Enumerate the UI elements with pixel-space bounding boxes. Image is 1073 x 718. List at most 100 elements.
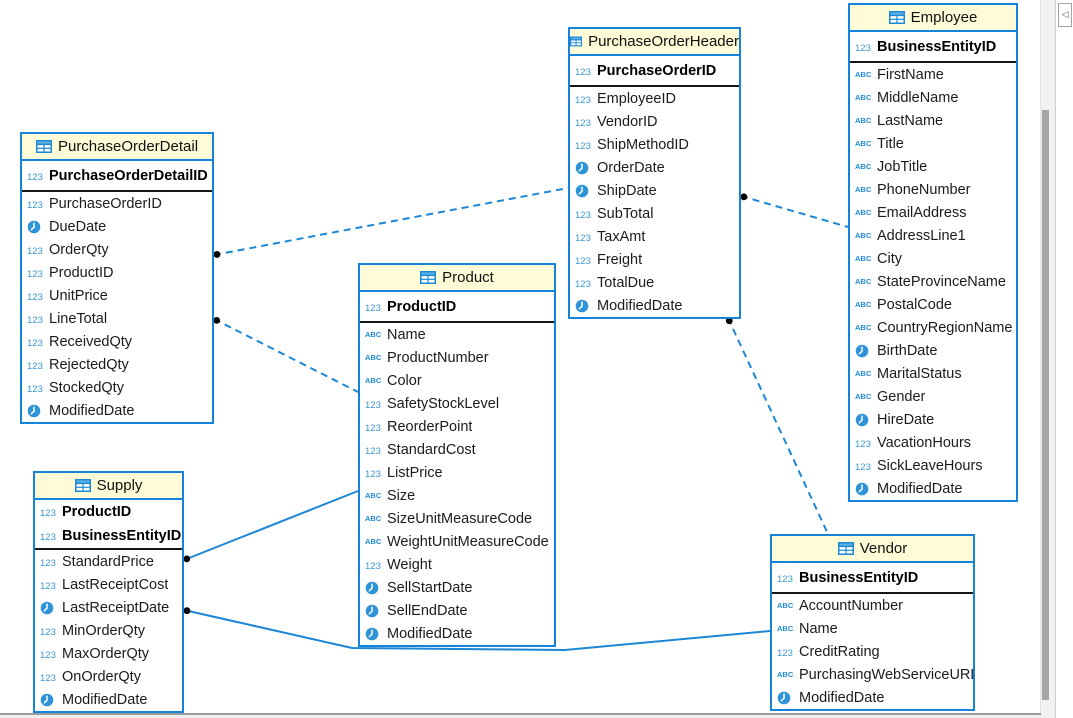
column-OrderDate[interactable]: OrderDate bbox=[570, 156, 739, 179]
column-ModifiedDate[interactable]: ModifiedDate bbox=[772, 686, 973, 709]
relationship-supply-product[interactable] bbox=[183, 490, 359, 561]
column-ModifiedDate[interactable]: ModifiedDate bbox=[35, 688, 182, 711]
relationship-purchase-order-header-vendor[interactable] bbox=[727, 317, 829, 535]
text-type-icon-cell: ABC bbox=[365, 353, 387, 362]
relationship-supply-vendor[interactable] bbox=[183, 609, 771, 652]
date-type-icon-cell bbox=[575, 161, 597, 175]
column-name: OrderDate bbox=[597, 159, 665, 176]
column-DueDate[interactable]: DueDate bbox=[22, 215, 212, 238]
column-ShipDate[interactable]: ShipDate bbox=[570, 179, 739, 202]
collapse-panel-button[interactable]: ◁ bbox=[1058, 3, 1072, 27]
table-header-purchase-order-detail[interactable]: PurchaseOrderDetail bbox=[22, 134, 212, 161]
relationship-purchase-order-detail-purchase-order-header[interactable] bbox=[213, 187, 569, 256]
column-BirthDate[interactable]: BirthDate bbox=[850, 339, 1016, 362]
column-ModifiedDate[interactable]: ModifiedDate bbox=[850, 477, 1016, 500]
relationship-purchase-order-detail-product[interactable] bbox=[213, 318, 359, 393]
vertical-scrollbar-thumb[interactable] bbox=[1042, 110, 1049, 700]
text-type-icon-cell: ABC bbox=[855, 392, 877, 401]
column-SellStartDate[interactable]: SellStartDate bbox=[360, 576, 554, 599]
clock-icon bbox=[575, 299, 589, 312]
relationship-purchase-order-header-employee[interactable] bbox=[740, 195, 849, 228]
column-SellEndDate[interactable]: SellEndDate bbox=[360, 599, 554, 622]
table-header-vendor[interactable]: Vendor bbox=[772, 536, 973, 563]
column-ModifiedDate[interactable]: ModifiedDate bbox=[570, 294, 739, 317]
column-ModifiedDate[interactable]: ModifiedDate bbox=[22, 399, 212, 422]
table-header-supply[interactable]: Supply bbox=[35, 473, 182, 500]
vertical-scrollbar[interactable] bbox=[1040, 0, 1055, 718]
table-header-purchase-order-header[interactable]: PurchaseOrderHeader bbox=[570, 29, 739, 56]
table-header-product[interactable]: Product bbox=[360, 265, 554, 292]
column-ModifiedDate[interactable]: ModifiedDate bbox=[360, 622, 554, 645]
table-header-employee[interactable]: Employee bbox=[850, 5, 1016, 32]
column-LastReceiptDate[interactable]: LastReceiptDate bbox=[35, 596, 182, 619]
column-HireDate[interactable]: HireDate bbox=[850, 408, 1016, 431]
